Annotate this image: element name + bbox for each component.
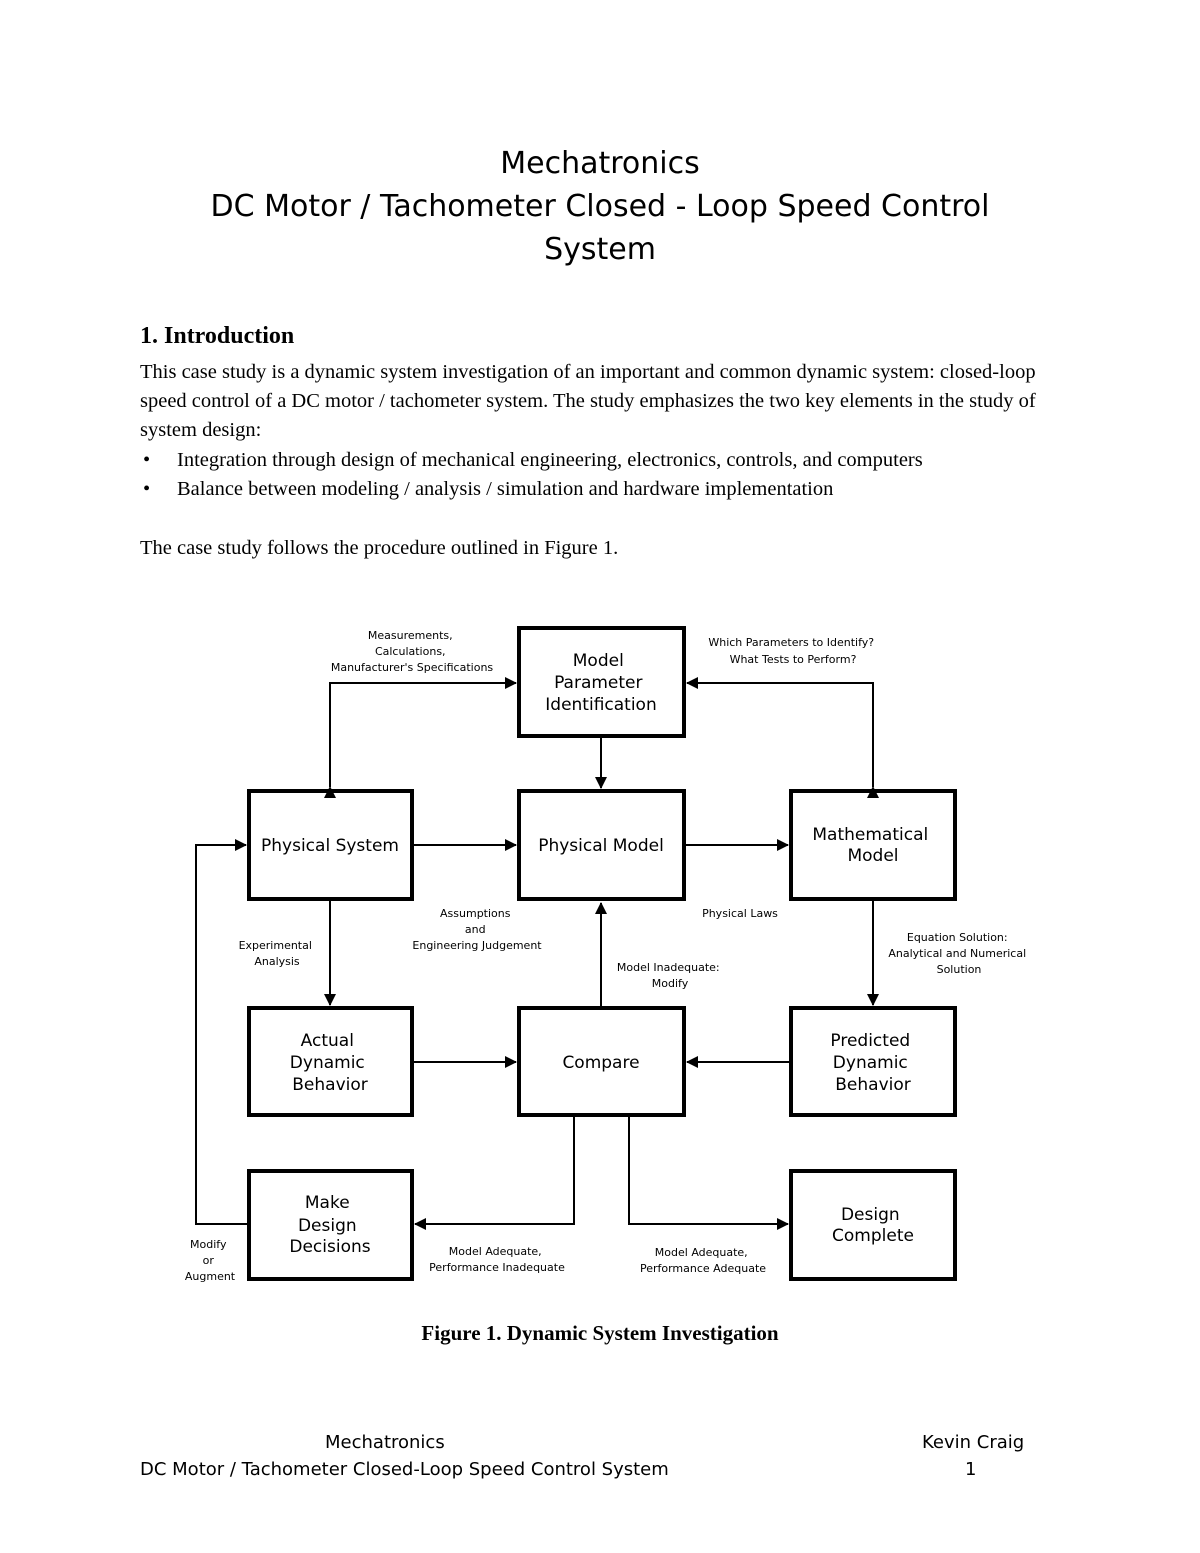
note-experimental-analysis: Experimental Analysis bbox=[239, 939, 316, 968]
predicted-behavior-label: Predicted Dynamic Behavior bbox=[830, 1031, 915, 1095]
bullet-icon: • bbox=[143, 449, 151, 471]
physical-system-label: Physical System bbox=[261, 836, 399, 856]
intro-paragraph: This case study is a dynamic system inve… bbox=[140, 361, 1036, 441]
process-diagram: Model Parameter Identification Physical … bbox=[185, 626, 1029, 1283]
arrow-compare-design-complete bbox=[628, 1117, 789, 1230]
title-line-1: Mechatronics bbox=[500, 146, 700, 181]
actual-behavior-label: Actual Dynamic Behavior bbox=[290, 1031, 370, 1095]
model-parameter-label: Model Parameter Identification bbox=[545, 651, 656, 715]
footer-course-title: Mechatronics bbox=[325, 1432, 445, 1453]
note-modify-or-augment: Modify or Augment bbox=[185, 1238, 236, 1283]
note-which-parameters: Which Parameters to Identify? What Tests… bbox=[708, 636, 877, 666]
bullet-item: • Balance between modeling / analysis / s… bbox=[140, 475, 923, 504]
make-decisions-label: Make Design Decisions bbox=[289, 1193, 370, 1257]
note-measurements: Measurements, Calculations, Manufacturer… bbox=[331, 629, 494, 674]
note-physical-laws: Physical Laws bbox=[702, 907, 778, 920]
bullet-text: Balance between modeling / analysis / si… bbox=[177, 478, 834, 500]
physical-model-label: Physical Model bbox=[538, 836, 664, 856]
arrow-physical-system-model-parameter bbox=[324, 677, 517, 798]
footer-page-number: 1 bbox=[965, 1459, 977, 1480]
arrow-make-decisions-physical-system bbox=[195, 839, 249, 1225]
design-complete-box bbox=[789, 1169, 957, 1281]
document-title: Mechatronics DC Motor / Tachometer Close… bbox=[0, 142, 1200, 271]
followup-paragraph: The case study follows the procedure out… bbox=[140, 537, 619, 559]
footer-author: Kevin Craig bbox=[922, 1432, 1025, 1453]
note-adequate-performance-adequate: Model Adequate, Performance Adequate bbox=[640, 1246, 766, 1275]
mathematical-model-label: Mathematical Model bbox=[812, 825, 933, 866]
mathematical-model-box bbox=[789, 789, 957, 901]
title-line-2: DC Motor / Tachometer Closed - Loop Spee… bbox=[210, 189, 990, 224]
footer-document-title: DC Motor / Tachometer Closed-Loop Speed … bbox=[140, 1459, 669, 1480]
note-adequate-performance-inadequate: Model Adequate, Performance Inadequate bbox=[429, 1245, 565, 1274]
title-line-3: System bbox=[544, 232, 656, 267]
compare-box bbox=[517, 1006, 686, 1117]
compare-label: Compare bbox=[562, 1053, 639, 1073]
note-assumptions: Assumptions and Engineering Judgement bbox=[412, 907, 542, 952]
figure-caption: Figure 1. Dynamic System Investigation bbox=[421, 1321, 779, 1345]
arrow-compare-make-decisions bbox=[414, 1117, 575, 1230]
model-parameter-identification-box bbox=[517, 626, 686, 738]
arrow-math-model-model-parameter bbox=[686, 677, 879, 798]
note-equation-solution: Equation Solution: Analytical and Numeri… bbox=[888, 931, 1029, 976]
bullet-text: Integration through design of mechanical… bbox=[177, 449, 923, 471]
section-heading: 1. Introduction bbox=[140, 323, 295, 349]
design-complete-label: Design Complete bbox=[832, 1205, 914, 1246]
bullet-icon: • bbox=[143, 478, 151, 500]
note-model-inadequate: Model Inadequate: Modify bbox=[617, 961, 723, 990]
bullet-item: • Integration through design of mechanica… bbox=[140, 446, 923, 475]
bullet-list: • Integration through design of mechanica… bbox=[140, 446, 923, 504]
